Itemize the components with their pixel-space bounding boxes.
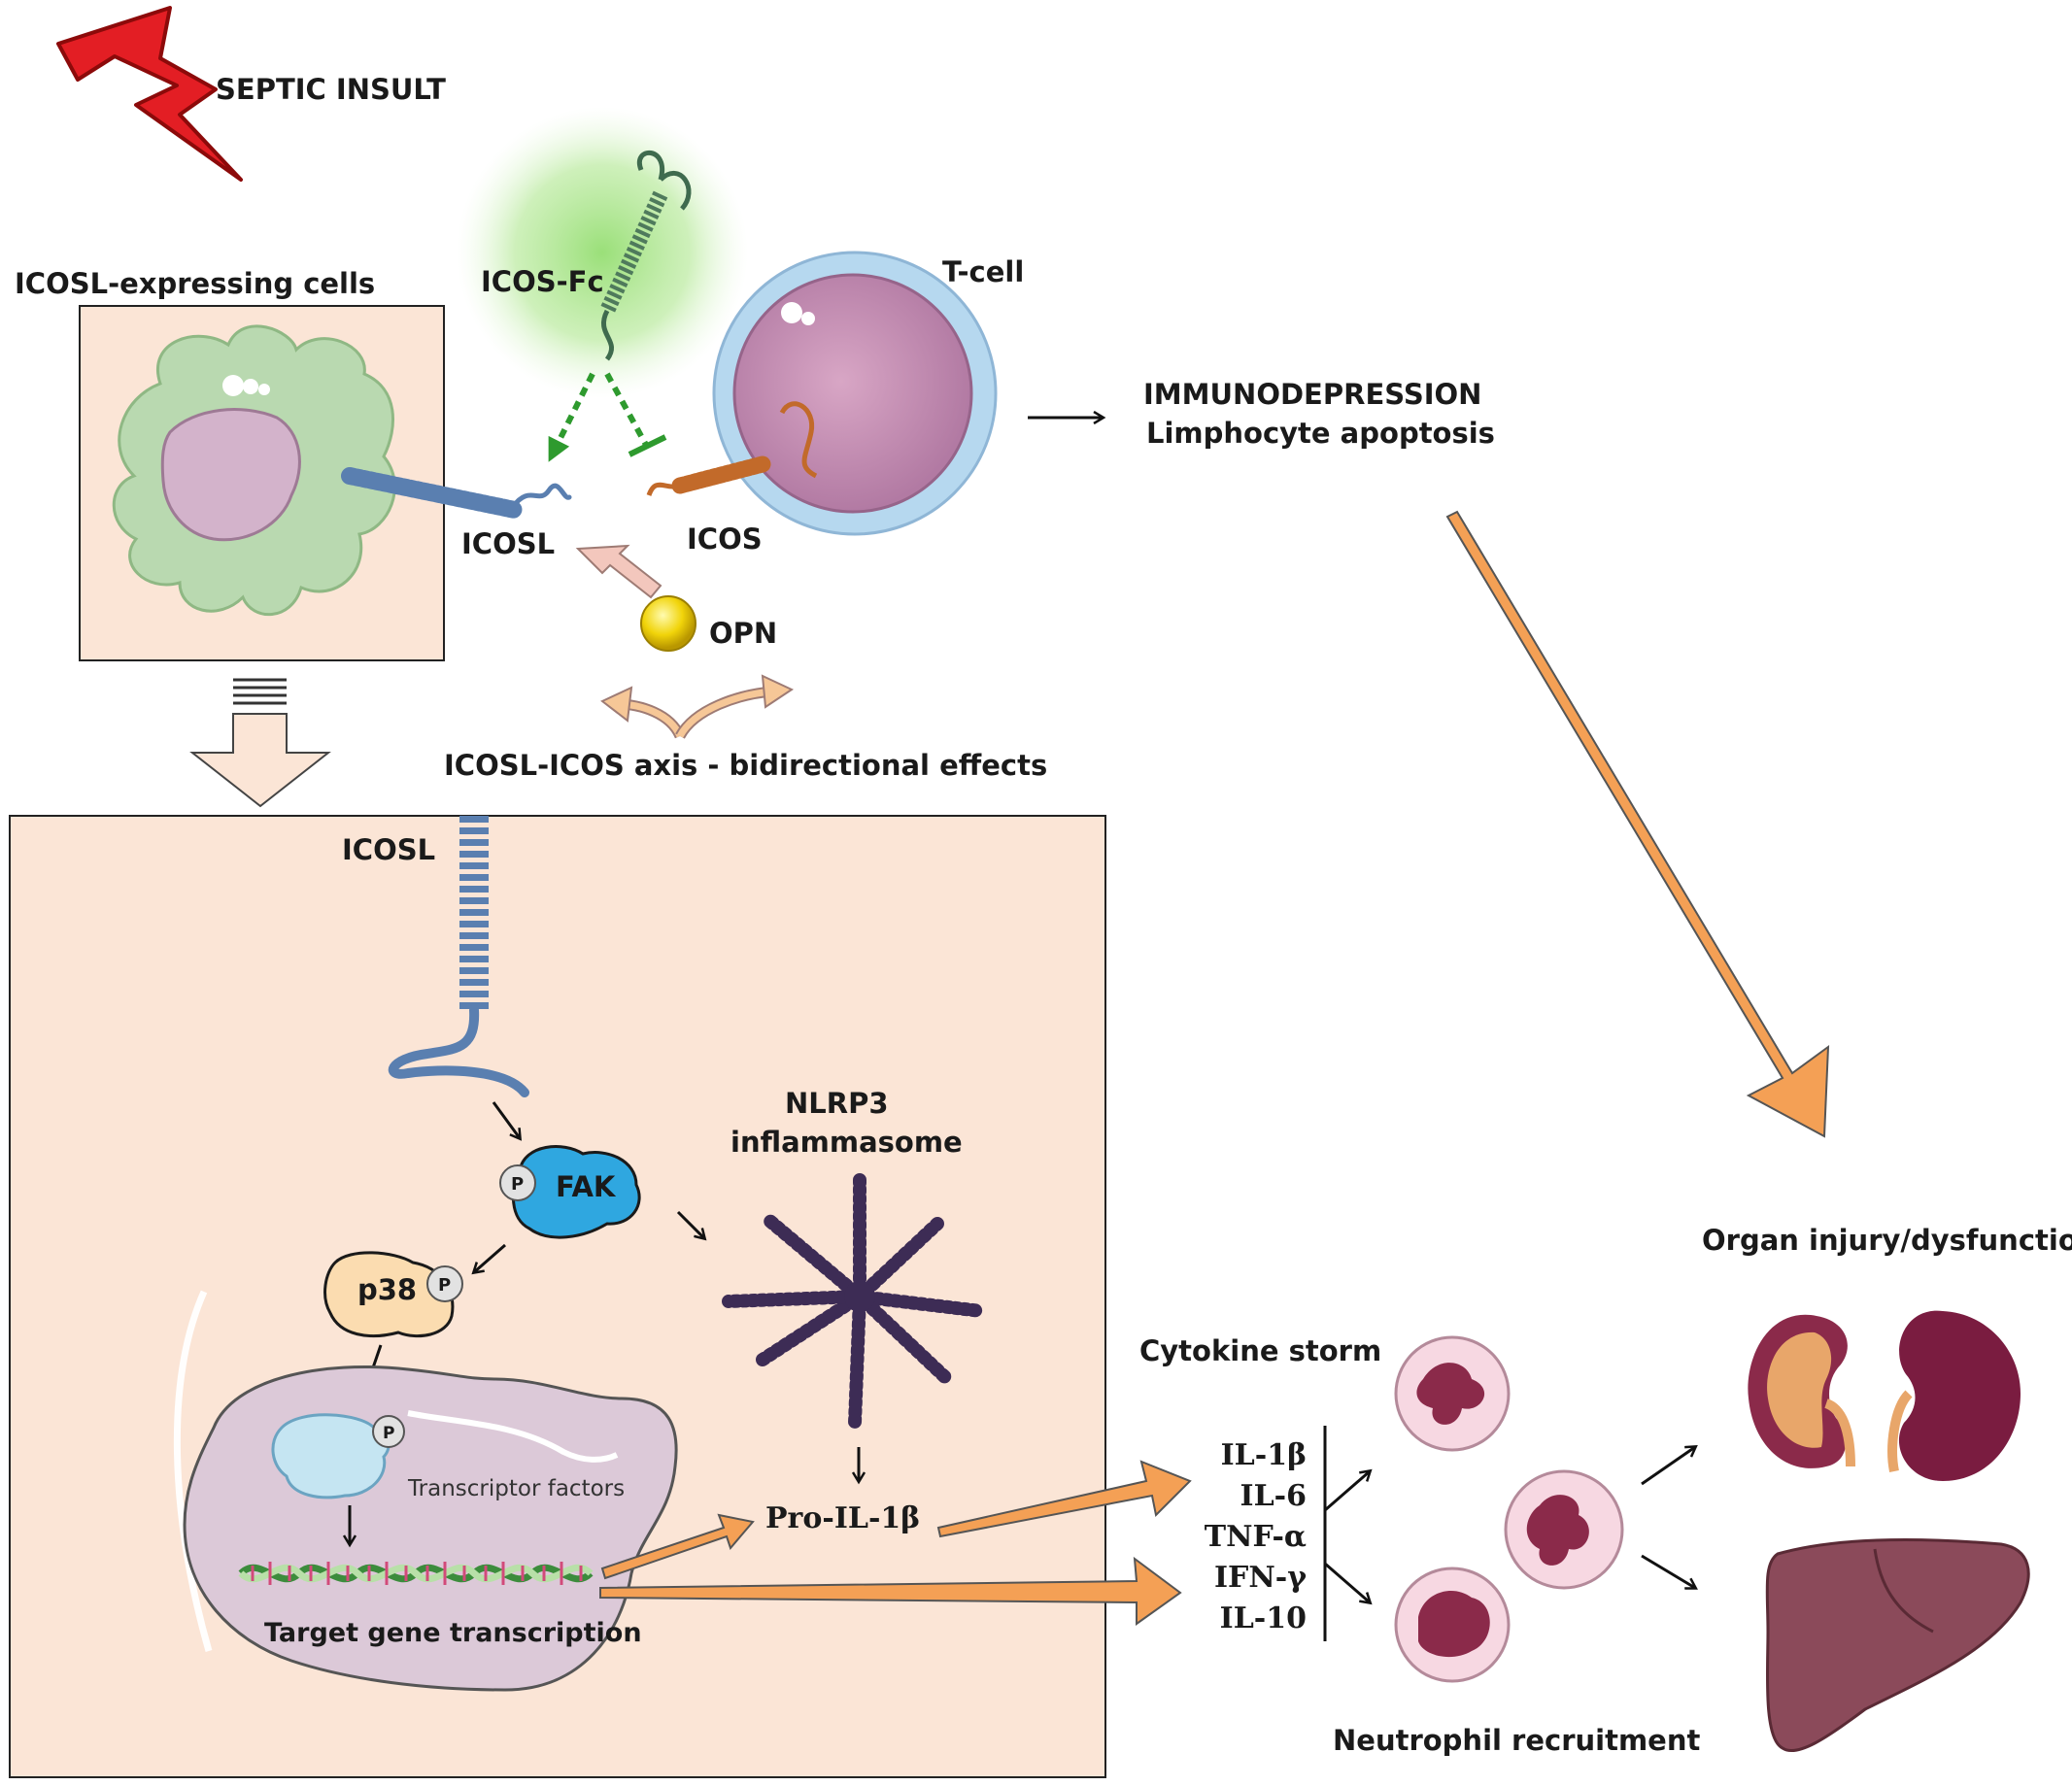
dna-to-pro-il1b-arrow [600,1513,755,1580]
organ-injury-label: Organ injury/dysfunction [1702,1224,2072,1257]
down-arrow-icon [189,678,331,808]
icos-fc-glow [457,107,748,398]
dna-helix-icon [238,1562,594,1585]
icos-fc-label: ICOS-Fc [481,265,604,298]
tf-phospho-icon [372,1415,405,1448]
pro-il1b-to-cytokines-arrow [936,1460,1192,1538]
axis-effects-label: ICOSL-ICOS axis - bidirectional effects [444,749,1047,782]
icosl-box-label: ICOSL [342,833,435,866]
target-gene-transcription-label: Target gene transcription [264,1618,642,1648]
icosl-top-label: ICOSL [461,527,555,560]
dna-to-cytokines-arrow [599,1556,1182,1626]
icos-label: ICOS [687,522,763,556]
nlrp3-core [844,1281,875,1312]
fak-phospho-icon [499,1164,536,1201]
transcription-factors-label: Transcriptor factors [407,1476,625,1501]
icosl-coil-icon [388,816,529,1097]
opn-molecule-icon [640,595,696,652]
nlrp3-inflammasome-icon [722,1173,988,1430]
fak-to-nlrp3-arrow [676,1210,704,1238]
immunodepression-label: IMMUNODEPRESSION [1143,378,1481,411]
fak-to-p38-arrow [474,1243,506,1272]
bidirectional-arrows-icon [600,674,795,739]
t-cell-icon [712,251,998,536]
septic-insult-label: SEPTIC INSULT [216,73,446,106]
fak-phospho-label: P [511,1174,524,1195]
cytokine-label: IL-6 [1240,1479,1307,1513]
cytokine-storm-label: Cytokine storm [1139,1334,1381,1367]
neutrophil-to-kidney-arrow [1641,1447,1695,1486]
nlrp3-label-line1: NLRP3 [785,1087,889,1120]
icos-receptor-icon [646,401,818,496]
cytokines-to-neutrophil-arrow-up [1324,1471,1370,1512]
neutrophil-icon [1394,1335,1511,1452]
liver-icon [1765,1538,2030,1753]
transcription-factor-icon [271,1413,391,1500]
opn-label: OPN [709,617,777,650]
neutrophil-icon [1394,1567,1511,1683]
lymphocyte-apoptosis-label: Limphocyte apoptosis [1146,417,1495,450]
fak-kinase-icon [511,1145,641,1239]
cytokine-label: TNF-α [1205,1520,1307,1554]
p38-kinase-icon [323,1251,455,1338]
opn-to-icosl-arrow [575,544,662,599]
cytokine-label: IFN-γ [1214,1561,1307,1595]
neutrophil-to-liver-arrow [1641,1554,1695,1588]
lightning-bolt-icon [56,6,243,182]
nlrp3-label-line2: inflammasome [730,1126,963,1159]
cytokine-label: IL-1β [1221,1438,1307,1472]
icosl-expressing-cells-label: ICOSL-expressing cells [15,267,375,300]
icosl-receptor-icon [341,467,572,519]
neutrophil-recruitment-label: Neutrophil recruitment [1333,1724,1700,1757]
inhibition-bar [628,434,667,457]
neutrophil-icon [1504,1469,1624,1590]
dendritic-cell-icon [112,324,396,617]
cytokine-label: IL-10 [1220,1601,1307,1635]
p38-phospho-icon [426,1265,463,1302]
icos-fc-molecule-icon [599,150,692,361]
p38-label: p38 [357,1273,417,1306]
kidney-cross-section-icon [1748,1314,1855,1468]
tf-phospho-label: P [383,1424,394,1443]
immunodepression-to-organ-arrow [1445,510,1830,1138]
icosl-to-fak-arrow [492,1101,520,1138]
pro-il1b-label: Pro-IL-1β [765,1501,920,1535]
t-cell-label: T-cell [942,255,1024,288]
cytokines-to-neutrophil-arrow-down [1324,1562,1370,1602]
fak-label: FAK [556,1170,617,1203]
cell-membrane-highlight [173,1290,213,1652]
p38-phospho-label: P [438,1275,451,1296]
icos-fc-inhibits-icos-line [604,372,649,447]
kidney-icon [1887,1310,2021,1481]
